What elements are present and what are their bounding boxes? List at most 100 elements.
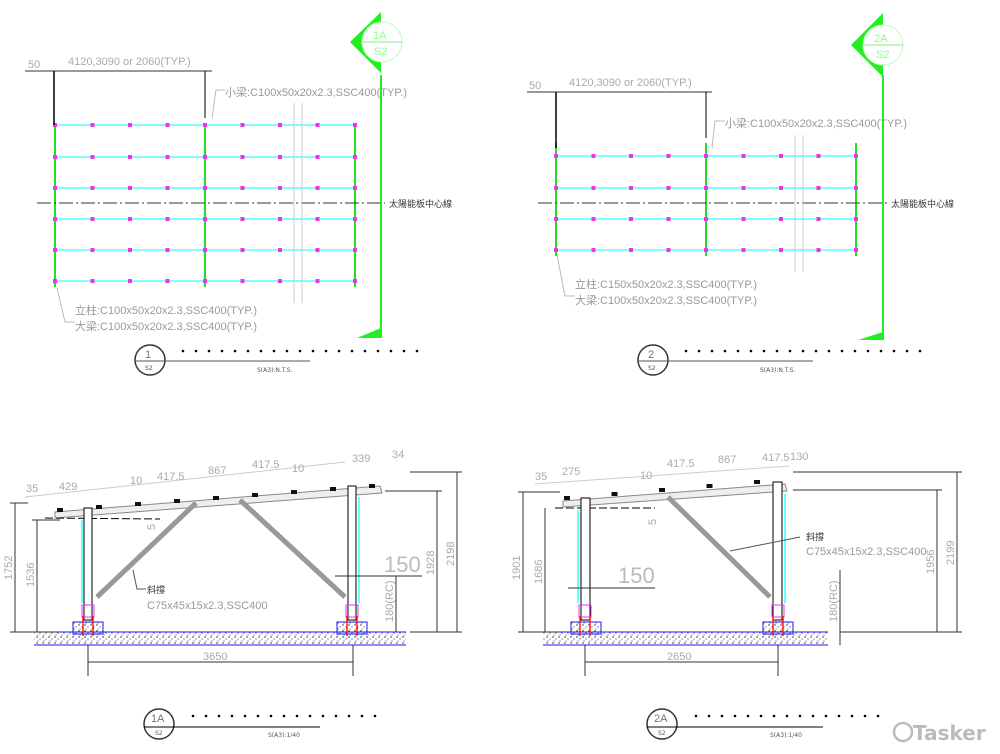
beam-line [44,517,161,520]
top-dimension: 10 [130,475,142,487]
dim-h4: 2199 [945,541,957,565]
top-dimension: 275 [562,466,580,478]
dim-h2: 1536 [25,563,37,587]
bolt-marker [90,155,95,159]
leader-dot [308,714,312,718]
leader-dot [295,714,299,718]
leader-line [56,287,75,323]
leader-dot [204,714,208,718]
leader-dot [736,349,740,353]
purlin-clip [57,508,63,512]
leader-dot [772,714,776,718]
leader-line [729,536,801,552]
bolt-marker [53,217,57,221]
purlin-clip [564,496,570,500]
bolt-marker [53,123,57,127]
leader-dot [785,714,789,718]
leader-dot [373,714,377,718]
bolt-marker [165,155,170,159]
leader-dot [762,349,766,353]
leader-line [211,89,225,119]
bolt-marker [779,186,783,190]
leader-dot [272,349,276,353]
leader-dot [191,714,195,718]
leader-dot [194,349,198,353]
leader-dot [798,714,802,718]
leader-dot [788,349,792,353]
top-dimension: 35 [535,471,547,483]
leader-dot [879,349,883,353]
leader-dot [337,349,341,353]
dim-span: 4120,3090 or 2060(TYP.) [68,56,191,68]
bolt-marker [779,217,783,221]
bolt-marker [779,248,783,252]
dim-h1: 1901 [511,556,523,580]
dim-large: 150 [384,552,421,577]
bolt-marker [353,123,357,127]
bolt-marker [554,248,558,252]
leader-dot [363,349,367,353]
anchor-bolts [82,616,358,636]
column [580,497,591,621]
purlin-clip [369,484,375,488]
dim-foundation: 180(RC) [828,580,840,622]
purlin-clip [330,487,336,491]
top-dimension: 339 [352,453,370,465]
bolt-marker [629,217,633,221]
bolt-marker [203,155,207,159]
label-purlin: 小梁:C100x50x20x2.3,SSC400(TYP.) [225,85,407,99]
leader-dot [876,714,880,718]
leader-dot [233,349,237,353]
purlin-clip [174,499,180,503]
leader-dot [220,349,224,353]
leader-dot [749,349,753,353]
bolt-marker [591,154,596,158]
footing [72,621,104,635]
bolt-marker [591,186,596,190]
top-dimension: 417.5 [667,458,695,470]
section-sheet: S2 [374,46,387,58]
bolt-marker [315,186,320,190]
bolt-marker [203,248,207,252]
bolt-marker [128,123,132,127]
bolt-marker [165,123,170,127]
leader-dot [733,714,737,718]
dim-end: 50 [28,59,40,71]
bolt-marker [629,186,633,190]
section-id: 2A [874,33,888,45]
leader-dot [181,349,185,353]
leader-dot [892,349,896,353]
bolt-marker [741,248,746,252]
leader-dot [347,714,351,718]
bolt-marker [278,123,282,127]
bolt-marker [816,186,821,190]
view-number: 2A [654,713,668,725]
bolt-marker [666,186,671,190]
dim-h4: 2198 [445,542,457,566]
purlin-clip [659,488,665,492]
bolt-marker [816,248,821,252]
leader-dot [415,349,419,353]
dim-foundation: 180(RC) [384,580,396,622]
leader-dot [863,714,867,718]
bolt-marker [128,186,132,190]
bolt-marker [278,248,282,252]
dim-h1: 1752 [3,556,15,580]
leader-dot [759,714,763,718]
leader-dot [827,349,831,353]
bolt-marker [203,186,207,190]
centerline-label: 太陽能板中心線 [389,198,452,210]
leader-dot [246,349,250,353]
top-dimension: 867 [718,454,736,466]
view-number: 1 [145,349,151,361]
bolt-marker [816,217,821,221]
leader-dot [850,714,854,718]
bolt-marker [90,279,95,283]
label-column: 立柱:C150x50x20x2.3,SSC400(TYP.) [575,277,757,291]
label-purlin: 小梁:C100x50x20x2.3,SSC400(TYP.) [725,116,907,130]
leader-dot [837,714,841,718]
plan-view-2: 太陽能板中心線 50 4120,3090 or 2060(TYP.) 小梁:C1… [527,13,954,376]
purlin-clip [96,505,102,509]
bolt-marker [165,248,170,252]
